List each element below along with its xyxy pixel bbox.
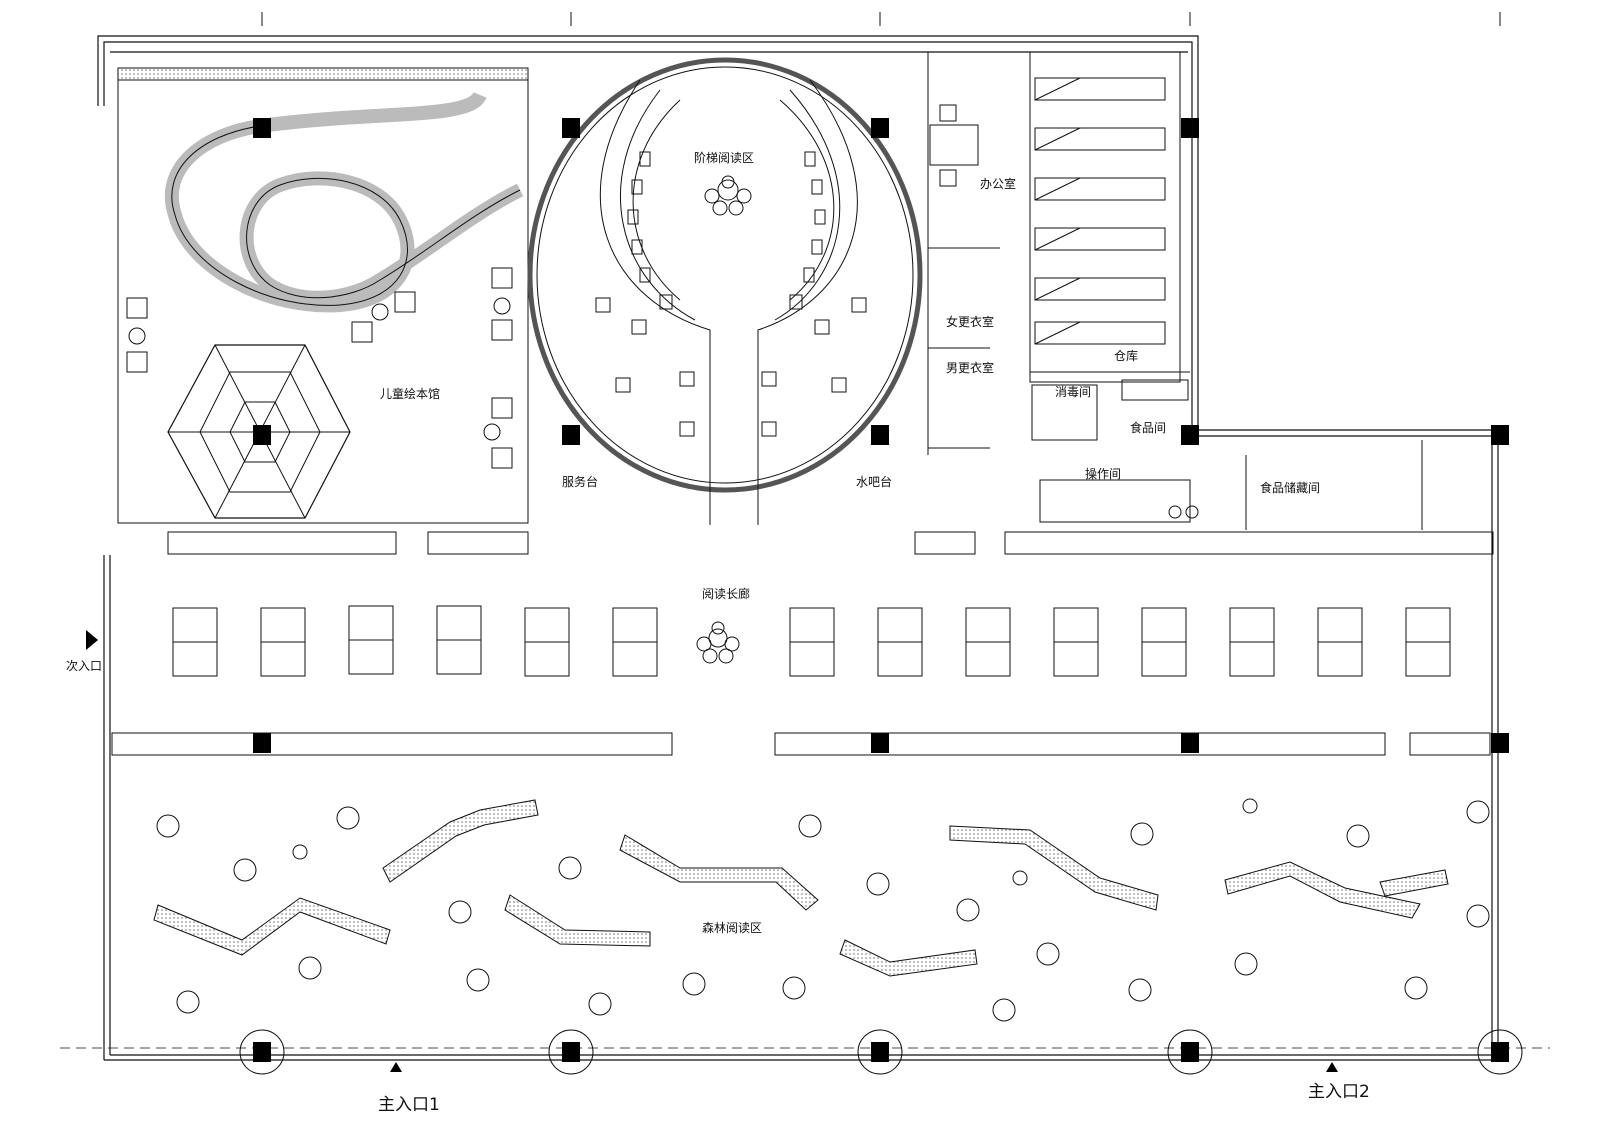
- children-room: [117, 67, 529, 524]
- reading-gallery-tables: [172, 605, 1451, 677]
- outer-walls: [60, 35, 1550, 1061]
- axis-ticks: [261, 12, 1501, 26]
- secondary-entrance-arrow: [86, 630, 98, 650]
- main-entrance-2-arrow: [1326, 1062, 1338, 1072]
- label-disinfection: 消毒间: [1055, 385, 1091, 399]
- room-labels: 阶梯阅读区 办公室 仓库 女更衣室 男更衣室 消毒间 食品间 操作间 食品储藏间…: [66, 151, 1370, 1115]
- label-forest-reading: 森林阅读区: [702, 920, 762, 935]
- label-food-room: 食品间: [1130, 420, 1166, 435]
- label-secondary-entrance: 次入口: [66, 659, 102, 673]
- bookshelves: [111, 531, 1494, 756]
- label-main-entrance-1: 主入口1: [378, 1095, 440, 1115]
- label-reading-gallery: 阅读长廊: [702, 586, 750, 601]
- label-office: 办公室: [980, 176, 1016, 191]
- forest-benches: [153, 799, 1449, 977]
- label-children-books: 儿童绘本馆: [380, 386, 440, 401]
- label-service-desk: 服务台: [562, 474, 598, 489]
- staircase-seats: [595, 151, 867, 437]
- staircase-reading-area: [527, 57, 923, 525]
- label-warehouse: 仓库: [1114, 348, 1138, 363]
- structural-columns: [253, 118, 1509, 1062]
- warehouse-racks: [1034, 77, 1166, 345]
- forest-round-tables: [156, 798, 1490, 1022]
- entrance-markers: [86, 630, 1338, 1072]
- service-rooms: [927, 51, 1423, 530]
- label-operation: 操作间: [1085, 466, 1121, 481]
- main-entrance-1-arrow: [390, 1062, 402, 1072]
- label-male-locker: 男更衣室: [946, 360, 994, 375]
- label-food-storage: 食品储藏间: [1260, 480, 1320, 495]
- label-main-entrance-2: 主入口2: [1308, 1082, 1370, 1102]
- column-surrounds: [239, 1029, 1523, 1075]
- label-staircase-reading: 阶梯阅读区: [694, 151, 754, 165]
- round-planter: [704, 175, 752, 216]
- label-female-locker: 女更衣室: [946, 314, 994, 329]
- label-water-bar: 水吧台: [856, 474, 892, 489]
